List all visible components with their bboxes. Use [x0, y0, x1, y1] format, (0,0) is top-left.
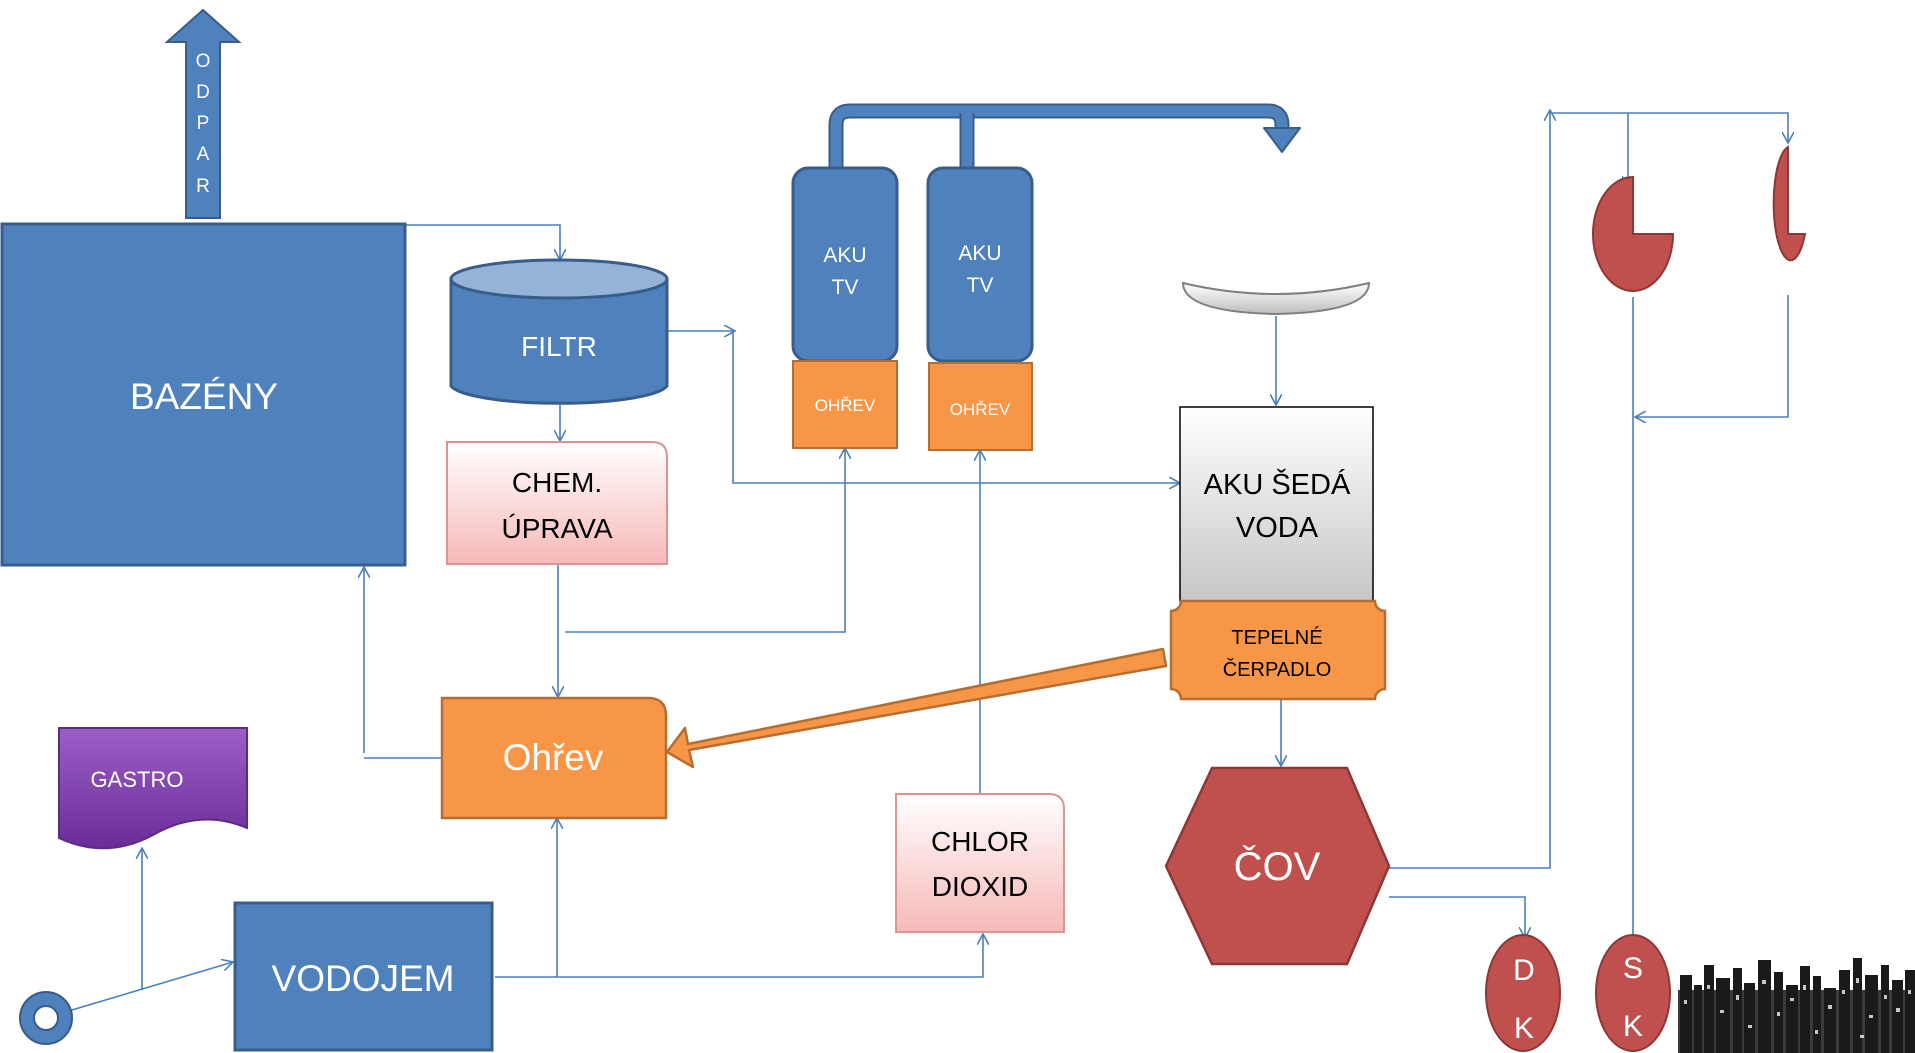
line-to-ohrev-tv1	[565, 448, 845, 633]
aku-tv-label-line1: AKU	[823, 244, 866, 267]
line-source-vodojem	[44, 962, 233, 1019]
aku-seda-label-line2: VODA	[1236, 512, 1319, 544]
sk-letter: S	[1623, 952, 1643, 985]
odpar-letter: D	[196, 82, 210, 103]
chem-uprava-box: CHEM. ÚPRAVA	[446, 441, 668, 565]
line-vodojem-chlor	[495, 934, 983, 978]
aku-tv-label-line1: AKU	[958, 242, 1001, 265]
line-top-right	[1550, 112, 1788, 143]
tepelne-label-line1: TEPELNÉ	[1231, 626, 1322, 649]
line-filtr-seda	[732, 331, 1180, 483]
line-bazeny-filtr	[405, 224, 560, 260]
gastro-document: GASTRO	[58, 727, 248, 850]
aku-tv-1: AKU TV OHŘEV	[791, 166, 899, 449]
heat-flow-arrow	[665, 647, 1168, 769]
chem-label-line2: ÚPRAVA	[502, 513, 613, 544]
line-return	[1635, 295, 1789, 417]
city-skyline-image	[1678, 958, 1915, 1053]
ohrev-label: Ohřev	[503, 737, 604, 778]
cov-hexagon: ČOV	[1164, 766, 1391, 966]
tepelne-cerpadlo-box: TEPELNÉ ČERPADLO	[1169, 599, 1387, 701]
odpar-letter: O	[196, 51, 211, 72]
odpar-letter: P	[197, 113, 210, 134]
vodojem-box: VODOJEM	[233, 901, 494, 1052]
chlor-dioxid-box: CHLOR DIOXID	[895, 793, 1065, 933]
tepelne-label-line2: ČERPADLO	[1223, 658, 1332, 681]
collector-bowl-icon	[1181, 281, 1371, 316]
consumer-pie-narrow-icon	[1772, 145, 1807, 262]
aku-seda-voda-box: AKU ŠEDÁ VODA	[1179, 406, 1374, 602]
bazeny-label: BAZÉNY	[130, 376, 278, 417]
aku-seda-label-line1: AKU ŠEDÁ	[1204, 467, 1351, 501]
ohrev-box: Ohřev	[440, 696, 668, 820]
consumer-pie-icon	[1592, 175, 1675, 292]
filtr-label: FILTR	[521, 331, 597, 362]
sk-oval: S K	[1595, 934, 1671, 1052]
chlor-label-line1: CHLOR	[931, 826, 1029, 857]
cov-label: ČOV	[1234, 844, 1321, 889]
odpar-letter: A	[197, 144, 210, 165]
connector-lines	[44, 110, 1789, 1019]
vodojem-label: VODOJEM	[272, 958, 455, 999]
line-to-dk	[1389, 896, 1525, 938]
water-source-icon	[19, 991, 73, 1045]
sk-letter: K	[1623, 1010, 1643, 1043]
aku-tv-label-line2: TV	[832, 276, 859, 299]
filtr-cylinder: FILTR	[449, 258, 669, 405]
aku-tv-2: AKU TV OHŘEV	[926, 166, 1034, 451]
line-cov-up	[1389, 110, 1550, 869]
aku-tv-label-line2: TV	[967, 274, 994, 297]
dk-letter: D	[1513, 954, 1535, 987]
dk-oval: D K	[1485, 934, 1561, 1052]
ohrev-small-label: OHŘEV	[950, 400, 1011, 419]
odpar-letter: R	[196, 176, 210, 197]
chem-label-line1: CHEM.	[512, 467, 602, 498]
gastro-label: GASTRO	[91, 767, 184, 792]
hot-water-pipe	[828, 103, 1301, 168]
bazeny-box: BAZÉNY	[0, 222, 407, 567]
odpar-arrow: O D P A R	[164, 8, 242, 219]
ohrev-small-label: OHŘEV	[815, 396, 876, 415]
chlor-label-line2: DIOXID	[932, 871, 1028, 902]
dk-letter: K	[1514, 1012, 1534, 1045]
